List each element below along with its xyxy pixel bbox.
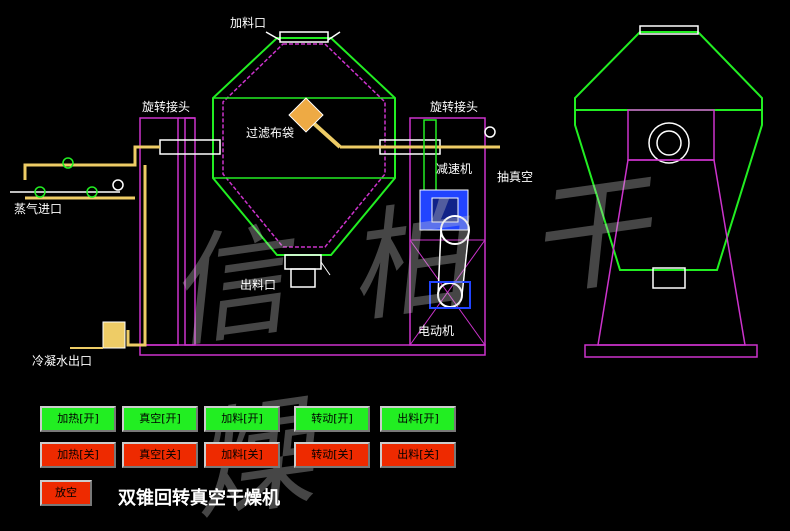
discharge-flange	[284, 254, 322, 270]
discharge-on-button[interactable]: 出料[开]	[380, 406, 456, 432]
double-cone-vessel	[212, 37, 396, 256]
reducer-shaft	[423, 119, 437, 201]
label-filter-bag: 过滤布袋	[246, 126, 295, 140]
label-condensate-outlet: 冷凝水出口	[32, 354, 93, 368]
left-support-frame	[139, 117, 179, 346]
side-view-upper-cone	[574, 31, 763, 111]
label-feed-inlet: 加料口	[230, 16, 267, 30]
side-view-rotary-joint	[648, 122, 690, 164]
label-rotary-joint-left: 旋转接头	[142, 100, 191, 114]
reducer-body	[419, 189, 469, 231]
motor-pulley	[437, 282, 463, 308]
label-vacuum: 抽真空	[497, 170, 534, 184]
vent-button[interactable]: 放空	[40, 480, 92, 506]
base-platform	[139, 344, 486, 356]
steam-valve-1	[34, 186, 46, 198]
rotate-off-button[interactable]: 转动[关]	[294, 442, 370, 468]
vacuum-on-button[interactable]: 真空[开]	[122, 406, 198, 432]
feed-on-button[interactable]: 加料[开]	[204, 406, 280, 432]
label-steam-inlet: 蒸气进口	[14, 202, 63, 216]
label-discharge: 出料口	[240, 278, 277, 292]
label-reducer: 减速机	[436, 162, 473, 176]
heat-off-button[interactable]: 加热[关]	[40, 442, 116, 468]
steam-trap	[102, 321, 126, 349]
rotate-on-button[interactable]: 转动[开]	[294, 406, 370, 432]
right-support-frame	[409, 117, 486, 346]
left-shaft	[159, 139, 221, 155]
motor	[429, 281, 471, 309]
feed-inlet-flange	[279, 31, 329, 43]
steam-valve-2	[62, 157, 74, 169]
steam-valve-3	[86, 186, 98, 198]
vacuum-off-button[interactable]: 真空[关]	[122, 442, 198, 468]
feed-off-button[interactable]: 加料[关]	[204, 442, 280, 468]
steam-pipe	[23, 145, 160, 180]
discharge-off-button[interactable]: 出料[关]	[380, 442, 456, 468]
filter-bag	[288, 97, 324, 133]
pressure-gauge-right	[484, 126, 496, 138]
pressure-gauge-left	[112, 179, 124, 191]
condensate-pipe	[126, 165, 147, 347]
label-motor: 电动机	[418, 324, 455, 338]
page-title: 双锥回转真空干燥机	[118, 488, 280, 509]
label-rotary-joint-right: 旋转接头	[430, 100, 479, 114]
side-view-lower-cone	[574, 109, 763, 271]
heat-on-button[interactable]: 加热[开]	[40, 406, 116, 432]
